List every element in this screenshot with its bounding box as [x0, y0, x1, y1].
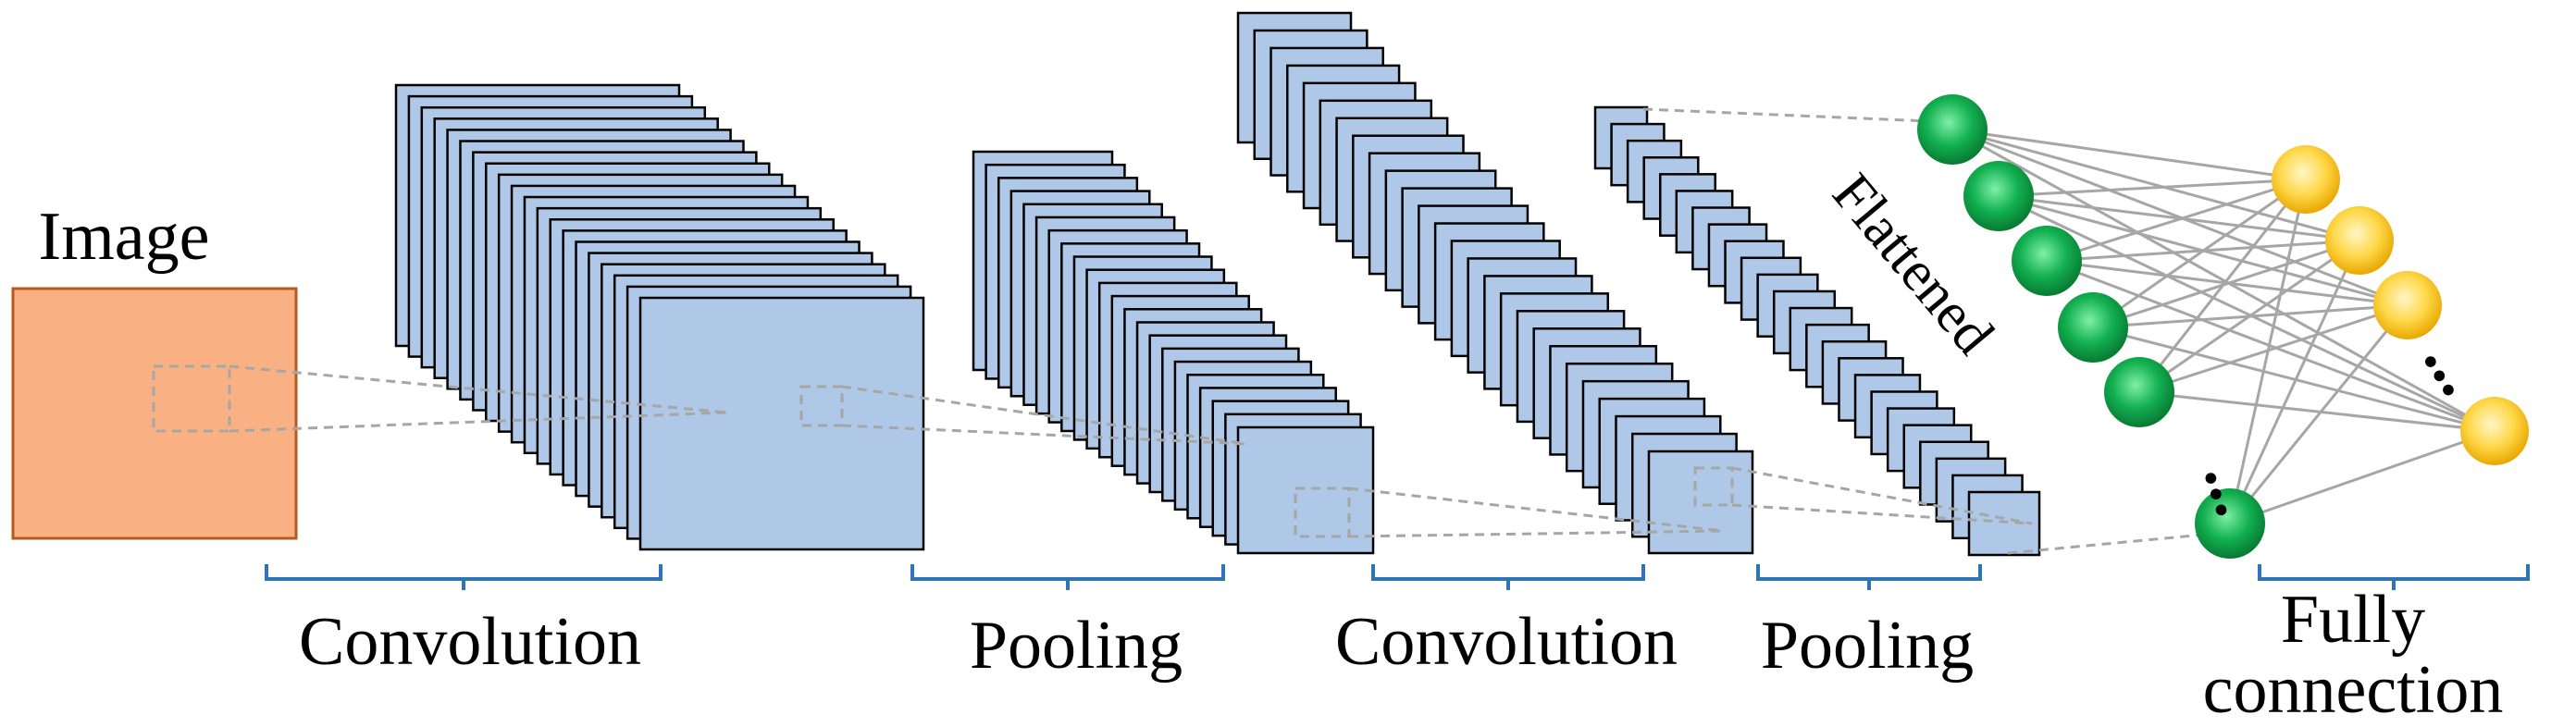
projection-line: [2007, 533, 2205, 555]
stage-bracket: [910, 564, 1225, 590]
feature-map: [638, 296, 925, 551]
output-ellipsis: ...: [2409, 326, 2498, 407]
stage-brackets: [265, 564, 2530, 590]
flattened-node: [1963, 161, 2034, 231]
fc-connection: [2092, 326, 2496, 433]
fc-label-line1: Fully: [2281, 582, 2425, 658]
projection-line: [841, 385, 1248, 446]
projection-line: [1731, 466, 2033, 525]
receptive-field-box: [152, 364, 231, 433]
stage-bracket: [1371, 564, 1645, 590]
conv1-label: Convolution: [299, 604, 641, 680]
flattened-node: [1917, 94, 1988, 165]
fc-connection: [2137, 179, 2308, 393]
fc-connection: [2228, 179, 2308, 524]
feature-map: [1967, 490, 2041, 557]
output-node: [2325, 206, 2394, 275]
flattened-node: [2012, 226, 2082, 296]
fc-connection: [1998, 178, 2307, 198]
fc-connection: [2138, 303, 2409, 394]
stage-bracket: [2258, 564, 2530, 590]
stage-bracket: [1756, 564, 1982, 590]
fc-connection: [2138, 390, 2496, 433]
fc-connection: [2092, 178, 2307, 329]
fc-connection: [2046, 259, 2496, 433]
receptive-field-box: [1294, 487, 1351, 538]
fc-connection: [2046, 178, 2307, 263]
fc-connection: [2228, 240, 2361, 524]
fc-connection: [1951, 128, 2307, 181]
conv1-feature-maps: [394, 83, 925, 551]
image-label: Image: [39, 199, 210, 275]
flattened-node: [2195, 488, 2265, 559]
fc-connection: [2229, 429, 2496, 525]
fc-connection: [2092, 239, 2360, 329]
output-node: [2272, 145, 2340, 214]
projection-line: [1642, 107, 1951, 124]
output-nodes: [2272, 145, 2529, 465]
conv2-feature-maps: [1236, 11, 1754, 555]
projection-line: [229, 364, 728, 414]
fc-connection: [2228, 304, 2409, 524]
pool1-feature-maps: [972, 150, 1375, 555]
feature-map: [1236, 425, 1375, 555]
fc-connection: [1951, 128, 2496, 433]
flattened-nodes: [1917, 94, 2265, 559]
fc-label-line2: connection: [2203, 652, 2504, 727]
fc-connection: [1998, 194, 2496, 433]
output-node: [2373, 271, 2442, 339]
input-image-block: [11, 287, 298, 540]
flattened-node: [2104, 357, 2174, 427]
output-node: [2460, 397, 2529, 465]
receptive-field-box: [799, 385, 844, 427]
fc-connection: [2138, 239, 2360, 394]
fc-connections: [1951, 128, 2496, 525]
projection-line: [1731, 503, 2033, 525]
flattened-node: [2058, 292, 2128, 363]
pool2-label: Pooling: [1761, 608, 1974, 684]
projection-line: [841, 424, 1248, 446]
pool1-label: Pooling: [970, 608, 1183, 684]
receptive-field-box: [1693, 466, 1734, 507]
stage-bracket: [265, 564, 663, 590]
fc-connection: [1951, 128, 2360, 242]
projection-line: [229, 411, 728, 433]
receptive-field-projections: [152, 107, 2205, 555]
pool2-feature-maps: [1593, 105, 2041, 557]
conv2-label: Convolution: [1335, 604, 1678, 680]
